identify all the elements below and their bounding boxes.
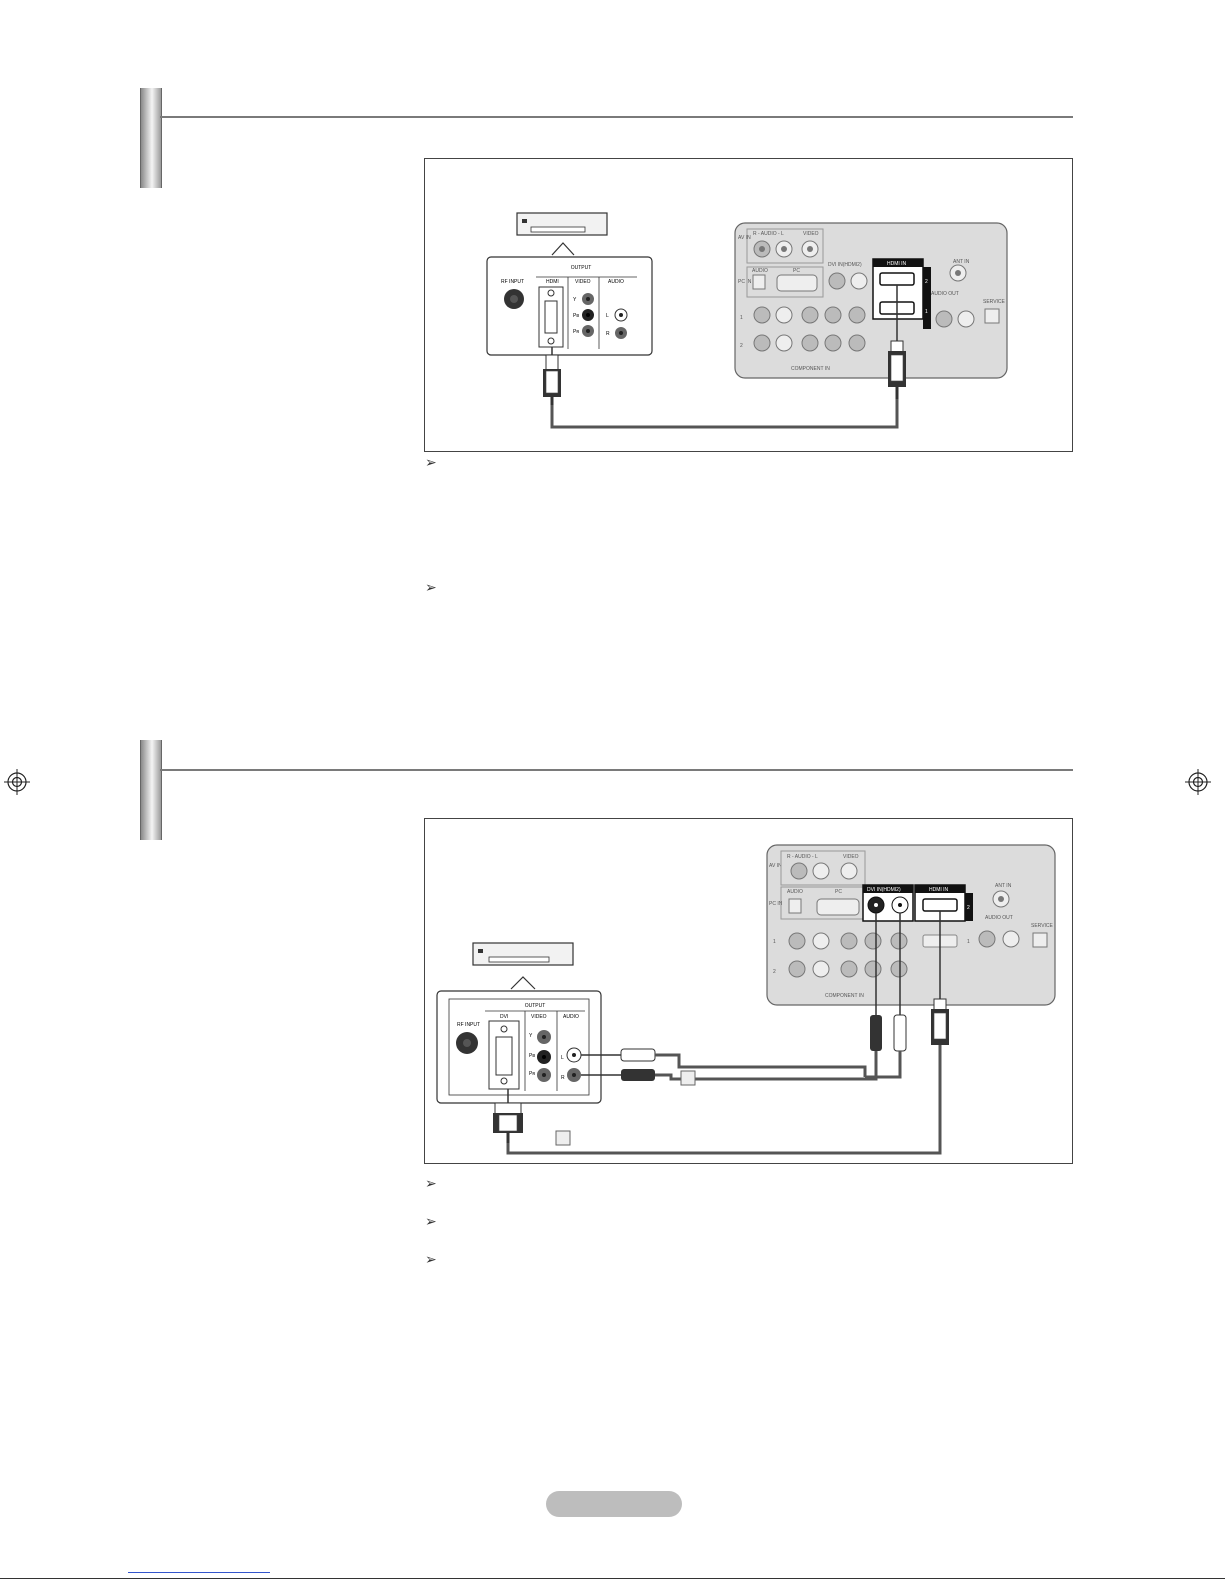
tv-r-audio-l-label: R - AUDIO - L (787, 854, 818, 860)
tv-av-in-label: AV IN (769, 863, 782, 869)
device-back-panel: OUTPUT RF INPUT HDMI VIDEO Y Pʙ Pʀ AUDIO… (486, 256, 653, 356)
tv-pc-in-label: PC IN (769, 901, 783, 907)
tv-side-2-label: 2 (773, 969, 776, 975)
note-marker: ➢ (425, 580, 437, 596)
dvi-diagram-svg: OUTPUT RF INPUT DVI VIDEO Y Pʙ Pʀ AUDIO … (436, 844, 1056, 1155)
dvi-plug-device (493, 1089, 523, 1143)
tv-port-1-label: 1 (925, 309, 928, 315)
hdmi-cable (550, 399, 899, 429)
tv-audio-label: AUDIO (787, 889, 803, 895)
tv-audio-out-label: AUDIO OUT (985, 915, 1013, 921)
audio-cable (655, 1053, 867, 1077)
section-1-marker (140, 88, 162, 188)
footer-link-underline (128, 1572, 270, 1573)
device-y-label: Y (573, 297, 577, 303)
tv-service-label: SERVICE (983, 299, 1006, 305)
note-marker: ➢ (425, 1252, 437, 1268)
device-rf-input-label: RF INPUT (457, 1022, 480, 1028)
hdmi-plug-device (543, 347, 561, 405)
page-number-pill (546, 1491, 682, 1517)
external-device-icon (516, 212, 608, 256)
device-audio-label: AUDIO (608, 279, 624, 285)
hdmi-diagram-svg: OUTPUT RF INPUT HDMI VIDEO Y Pʙ Pʀ AUDIO… (486, 212, 1008, 429)
device-video-label: VIDEO (575, 279, 591, 285)
footer-rule (0, 1578, 1225, 1579)
device-pr-label: Pʀ (529, 1071, 535, 1077)
tv-hdmi-in-label: HDMI IN (929, 887, 949, 893)
tv-r-audio-l-label: R - AUDIO - L (753, 231, 784, 237)
note-marker: ➢ (425, 455, 437, 471)
tv-port-1-label: 1 (967, 939, 970, 945)
hdmi-connection-diagram: OUTPUT RF INPUT HDMI VIDEO Y Pʙ Pʀ AUDIO… (424, 158, 1073, 452)
tv-video-label: VIDEO (843, 854, 859, 860)
step-box (555, 1130, 571, 1146)
device-output-label: OUTPUT (525, 1003, 546, 1009)
section-1-rule (160, 116, 1073, 118)
tv-audio-out-label: AUDIO OUT (931, 291, 959, 297)
device-back-panel: OUTPUT RF INPUT DVI VIDEO Y Pʙ Pʀ AUDIO … (436, 990, 602, 1104)
tv-video-label: VIDEO (803, 231, 819, 237)
device-l-label: L (606, 313, 609, 319)
tv-dvi-in-label: DVI IN(HDMI2) (828, 262, 862, 268)
tv-port-2-label: 2 (967, 905, 970, 911)
tv-dvi-in-label: DVI IN(HDMI2) (867, 887, 901, 893)
hdmi-plug-tv (888, 285, 906, 399)
audio-cable (655, 1051, 878, 1081)
tv-plugs (870, 911, 949, 1052)
device-audio-label: AUDIO (563, 1014, 579, 1020)
tv-back-panel: AV IN R - AUDIO - L VIDEO PC IN AUDIO PC… (766, 844, 1056, 1006)
device-r-label: R (606, 331, 610, 337)
tv-pc-label: PC (835, 889, 842, 895)
device-output-label: OUTPUT (571, 265, 592, 271)
device-pb-label: Pʙ (529, 1053, 535, 1059)
tv-ant-in-label: ANT IN (995, 883, 1012, 889)
section-2-marker (140, 740, 162, 840)
tv-side-1-label: 1 (740, 315, 743, 321)
registration-mark-left (4, 769, 30, 795)
tv-pc-label: PC (793, 268, 800, 274)
tv-av-in-label: AV IN (738, 235, 751, 241)
device-rf-input-label: RF INPUT (501, 279, 524, 285)
device-pr-label: Pʀ (573, 329, 579, 335)
device-dvi-label: DVI (500, 1014, 508, 1020)
section-2-rule (160, 769, 1073, 771)
audio-cable (865, 1051, 902, 1079)
tv-component-in-label: COMPONENT IN (825, 993, 864, 999)
hdmi-dvi-cable (506, 1045, 942, 1155)
device-r-label: R (561, 1075, 565, 1081)
device-y-label: Y (529, 1033, 533, 1039)
tv-service-label: SERVICE (1031, 923, 1054, 929)
registration-mark-right (1185, 769, 1211, 795)
external-device-icon (472, 942, 574, 990)
tv-side-1-label: 1 (773, 939, 776, 945)
device-hdmi-label: HDMI (546, 279, 559, 285)
device-pb-label: Pʙ (573, 313, 579, 319)
note-marker: ➢ (425, 1176, 437, 1192)
tv-back-panel: AV IN R - AUDIO - L VIDEO PC IN AUDIO PC… (734, 222, 1008, 379)
device-l-label: L (561, 1055, 564, 1061)
device-video-label: VIDEO (531, 1014, 547, 1020)
tv-side-2-label: 2 (740, 343, 743, 349)
tv-hdmi-in-label: HDMI IN (887, 261, 907, 267)
tv-pc-in-label: PC IN (738, 279, 752, 285)
dvi-connection-diagram: OUTPUT RF INPUT DVI VIDEO Y Pʙ Pʀ AUDIO … (424, 818, 1073, 1164)
tv-audio-label: AUDIO (752, 268, 768, 274)
tv-port-2-label: 2 (925, 279, 928, 285)
audio-plugs-device (581, 1048, 656, 1081)
tv-ant-in-label: ANT IN (953, 259, 970, 265)
note-marker: ➢ (425, 1214, 437, 1230)
step-box (680, 1070, 696, 1086)
tv-component-in-label: COMPONENT IN (791, 366, 830, 372)
